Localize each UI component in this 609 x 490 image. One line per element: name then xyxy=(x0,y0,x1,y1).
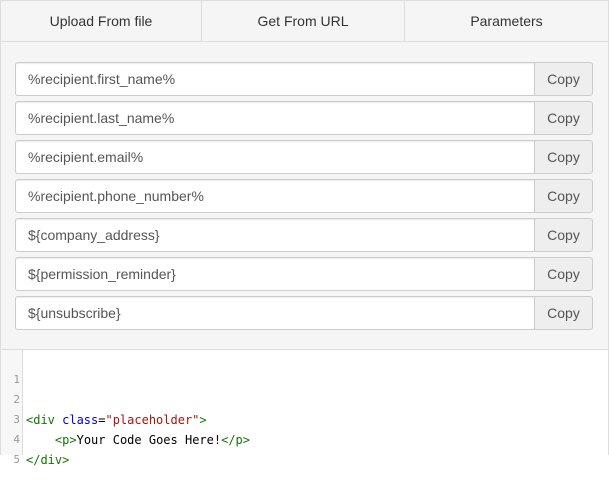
code-content: </div> xyxy=(26,450,69,470)
parameters-panel: Upload From file Get From URL Parameters… xyxy=(0,0,609,455)
code-content: <p>Your Code Goes Here!</p> xyxy=(26,430,250,450)
copy-button-company-address[interactable]: Copy xyxy=(534,218,593,252)
placeholder-field-unsubscribe[interactable] xyxy=(15,296,534,330)
line-number: 2 xyxy=(13,393,20,406)
line-number: 1 xyxy=(13,373,20,386)
code-string: "placeholder" xyxy=(105,413,200,427)
placeholder-row-email: Copy xyxy=(15,140,593,174)
code-line-2: 2 <div class="placeholder"> xyxy=(1,370,206,427)
code-tag: <div xyxy=(26,413,63,427)
line-number: 4 xyxy=(13,433,20,446)
code-tag: <p> xyxy=(54,433,77,447)
placeholder-field-last-name[interactable] xyxy=(15,101,534,135)
copy-button-phone-number[interactable]: Copy xyxy=(534,179,593,213)
source-tabs: Upload From file Get From URL Parameters xyxy=(1,1,608,42)
code-line-4: 4 </div> xyxy=(1,410,69,467)
placeholder-row-unsubscribe: Copy xyxy=(15,296,593,330)
line-number: 3 xyxy=(13,413,20,426)
copy-button-unsubscribe[interactable]: Copy xyxy=(534,296,593,330)
code-line-1: 1 xyxy=(1,350,30,386)
code-indent xyxy=(26,433,55,447)
placeholder-row-first-name: Copy xyxy=(15,62,593,96)
code-tag: > xyxy=(199,413,207,427)
placeholder-field-phone-number[interactable] xyxy=(15,179,534,213)
code-tag: </p> xyxy=(221,433,250,447)
placeholder-row-phone-number: Copy xyxy=(15,179,593,213)
placeholder-row-company-address: Copy xyxy=(15,218,593,252)
placeholder-field-company-address[interactable] xyxy=(15,218,534,252)
placeholder-field-first-name[interactable] xyxy=(15,62,534,96)
code-editor[interactable]: 1 2 <div class="placeholder"> 3 <p>Your … xyxy=(1,349,608,467)
tab-upload-from-file[interactable]: Upload From file xyxy=(1,1,202,41)
copy-button-permission-reminder[interactable]: Copy xyxy=(534,257,593,291)
code-attribute: class xyxy=(62,413,99,427)
copy-button-first-name[interactable]: Copy xyxy=(534,62,593,96)
copy-button-email[interactable]: Copy xyxy=(534,140,593,174)
line-number-gutter xyxy=(1,350,23,455)
placeholder-field-permission-reminder[interactable] xyxy=(15,257,534,291)
placeholder-row-last-name: Copy xyxy=(15,101,593,135)
tab-get-from-url[interactable]: Get From URL xyxy=(202,1,405,41)
copy-button-last-name[interactable]: Copy xyxy=(534,101,593,135)
code-content: <div class="placeholder"> xyxy=(26,410,207,430)
code-line-3: 3 <p>Your Code Goes Here!</p> xyxy=(1,390,250,447)
code-equals: = xyxy=(98,413,106,427)
tab-parameters[interactable]: Parameters xyxy=(470,13,543,29)
placeholder-row-permission-reminder: Copy xyxy=(15,257,593,291)
line-number: 5 xyxy=(13,453,20,466)
placeholder-field-email[interactable] xyxy=(15,140,534,174)
code-line-5: 5 xyxy=(1,430,30,466)
code-tag: </div> xyxy=(26,453,70,467)
code-text: Your Code Goes Here! xyxy=(76,433,222,447)
